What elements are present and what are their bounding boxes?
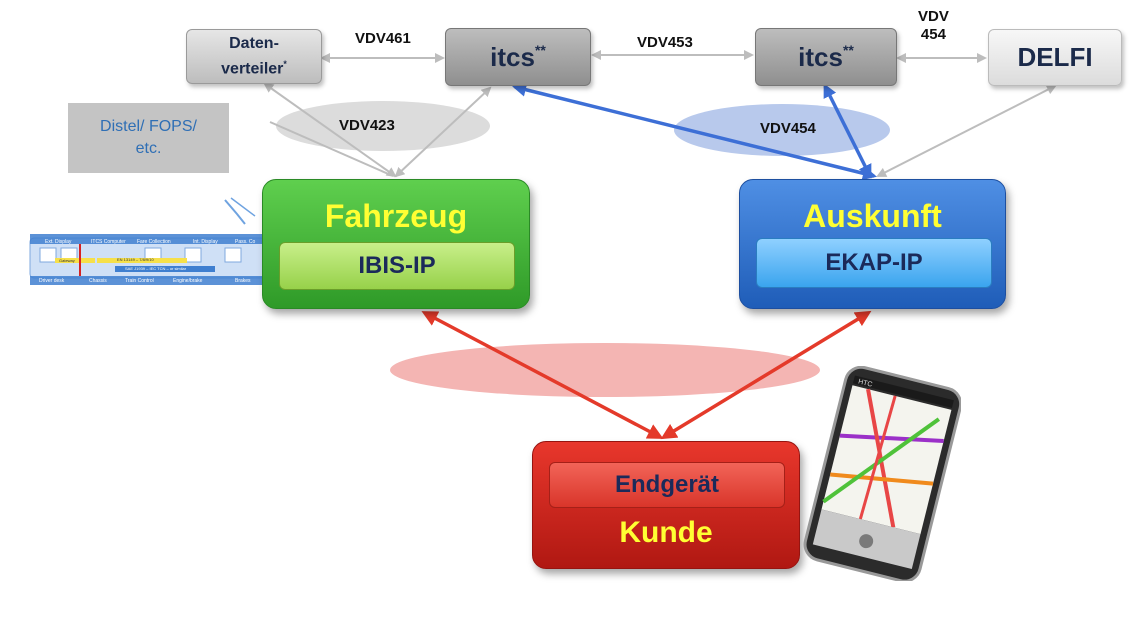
ibis-ip-box: IBIS-IP [279,242,515,290]
auskunft-title: Auskunft [803,198,942,234]
datenverteiler-box: Daten- verteiler* [186,29,322,84]
itcs-left-label: itcs [490,41,535,72]
auskunft-box: Auskunft EKAP-IP [739,179,1006,309]
tram-label-engine: Engine/brake [173,278,203,284]
fahrzeug-title: Fahrzeug [324,198,468,234]
datenverteiler-line2: verteiler* [221,58,287,78]
tram-label-fare: Fare Collection [137,239,171,245]
arrow-fahrzeug-endgeraet [421,311,664,439]
label-vdv454-mid: VDV454 [760,120,816,137]
kunde-title: Kunde [619,516,713,549]
arrow-itcs-left-auskunft [512,82,877,181]
ibis-ip-label: IBIS-IP [358,252,436,279]
arrow-distel-fahrzeug [269,121,394,177]
tram-label-chassis: Chassis [89,278,107,284]
arrow-delfi-auskunft [876,85,1057,177]
endgeraet-box: Endgerät Kunde [532,441,800,569]
arrow-auskunft-endgeraet [660,310,872,440]
distel-line2: etc. [135,140,162,157]
tram-label-brakes: Brakes [235,278,251,284]
endgeraet-label: Endgerät [614,471,719,498]
label-vdv454-top: VDV 454 [918,8,949,43]
ekap-ip-label: EKAP-IP [825,249,923,276]
tram-illustration: Ext. Display ITCS Computer Fare Collecti… [25,196,270,292]
arrow-itcs-right-auskunft [823,83,872,179]
arrow-itcs-fahrzeug [394,86,492,178]
label-vdv453: VDV453 [637,34,693,51]
fahrzeug-box: Fahrzeug IBIS-IP [262,179,530,309]
distel-line1: Distel/ FOPS/ [100,118,197,135]
tram-label-int-display: Int. Display [193,239,218,245]
arrow-daten-fahrzeug [263,82,397,178]
tram-label-sae: SAE J1939 – IEC TCN – or similar [125,266,187,271]
itcs-right-box: itcs** [755,28,897,86]
tram-label-itcs: ITCS Computer [91,239,126,245]
tram-label-en13149: EN 13149 – 7/8/9/10 [117,257,154,262]
ekap-ip-box: EKAP-IP [756,238,992,288]
smartphone-illustration: HTC [796,365,963,583]
tram-label-driver: Driver desk [39,278,65,284]
tram-graphic [29,197,266,285]
delfi-box: DELFI [988,29,1122,86]
itcs-right-label: itcs [798,41,843,72]
datenverteiler-line1: Daten- [229,34,279,52]
itcs-left-box: itcs** [445,28,591,86]
smartphone-graphic [803,365,963,583]
endgeraet-inner-box: Endgerät [549,462,785,508]
tram-label-pass: Pass. Co [235,239,256,245]
customer-ellipse [390,343,820,397]
distel-fops-box: Distel/ FOPS/ etc. [68,103,229,173]
label-vdv423: VDV423 [339,117,395,134]
tram-label-ext-display: Ext. Display [45,239,72,245]
label-vdv461: VDV461 [355,30,411,47]
tram-label-train: Train Control [125,278,154,284]
tram-label-gateway: Gateway [59,258,75,263]
delfi-label: DELFI [1017,42,1093,72]
